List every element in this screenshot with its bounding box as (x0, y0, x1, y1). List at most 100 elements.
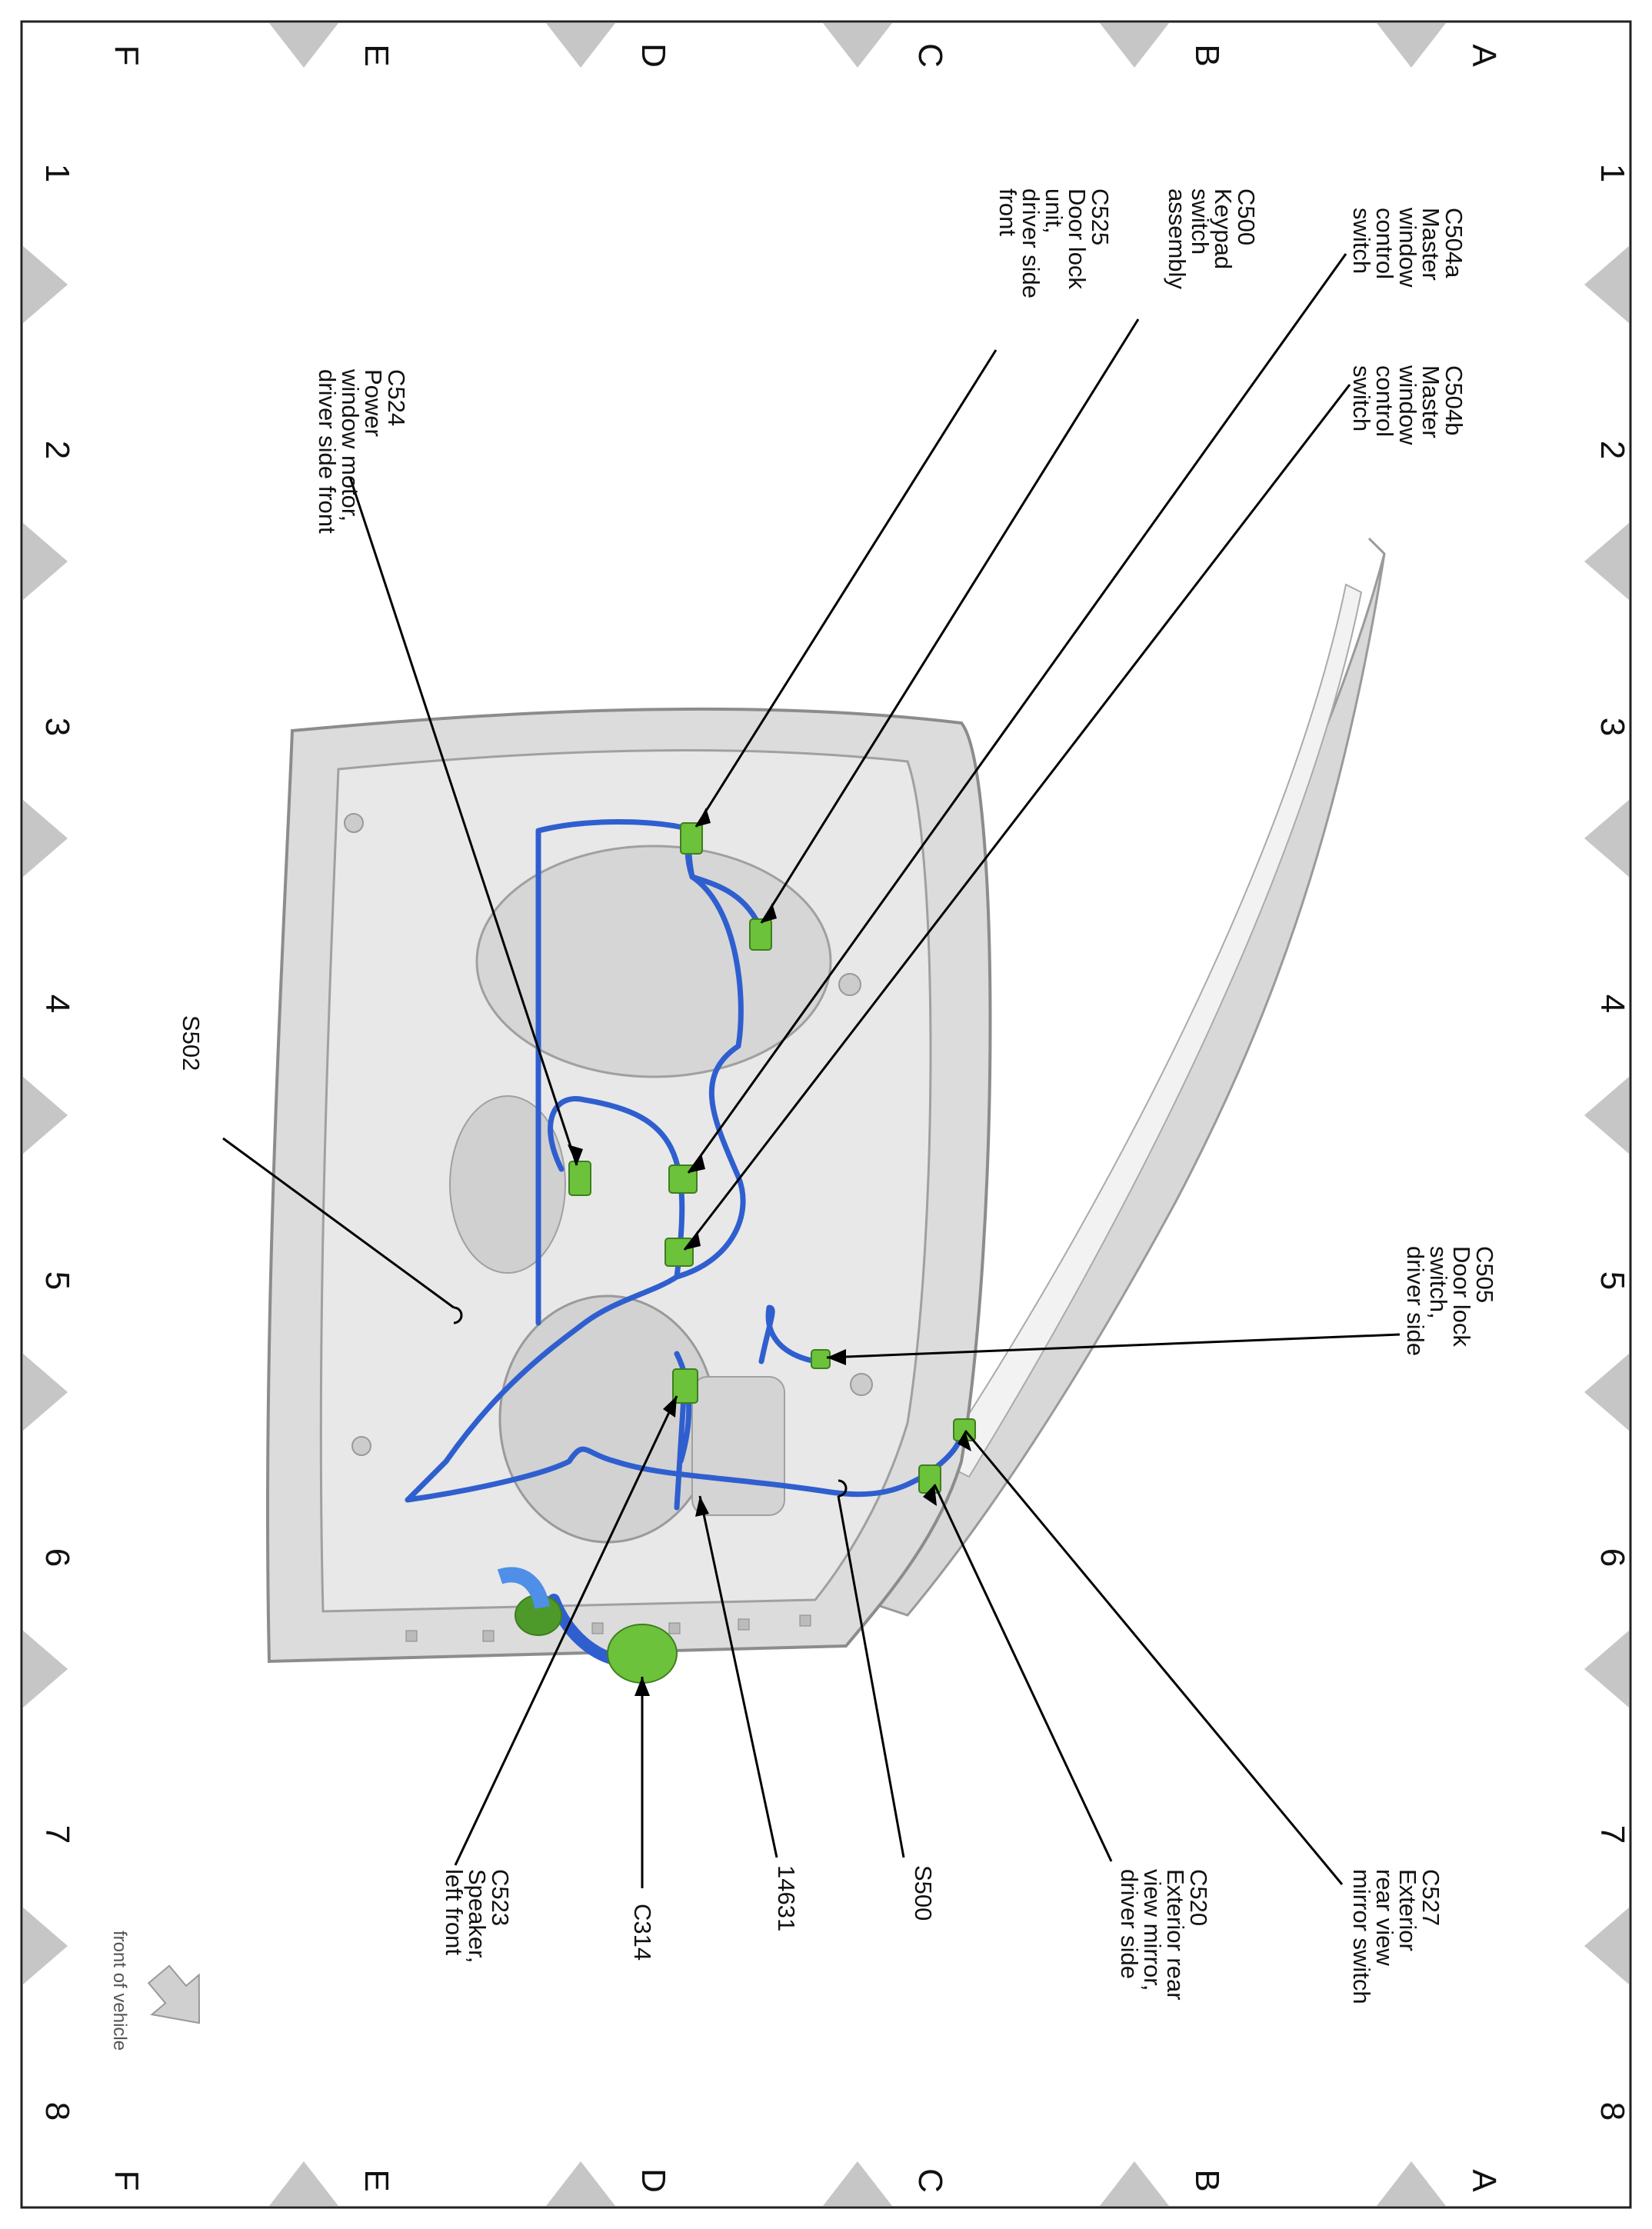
c504a-line-4: control (1371, 208, 1398, 279)
connectors (497, 822, 976, 1684)
connector-c524 (568, 1161, 591, 1196)
col-label-4-right: 4 (1594, 995, 1631, 1013)
c520-line-1: C520 (1185, 1869, 1212, 1926)
grid-row-labels-top: A B C D E F (108, 43, 1503, 68)
n14631-line-1: 14631 (773, 1865, 800, 1931)
row-label-d-bottom: D (634, 2168, 672, 2193)
c504b-line-1: C504b (1441, 365, 1467, 435)
row-label-b-top: B (1188, 44, 1226, 66)
s502-line-1: S502 (178, 1015, 205, 1071)
row-label-b-bottom: B (1188, 2169, 1226, 2191)
connector-c504b (664, 1238, 694, 1267)
access-hole-upper (475, 845, 832, 1078)
callout-c523: C523 Speaker, left front (441, 1869, 514, 1963)
callout-c314: C314 (629, 1904, 656, 1961)
c505-line-1: C505 (1471, 1246, 1498, 1303)
row-label-f-bottom: F (108, 2171, 145, 2191)
leader-c527 (964, 1430, 1344, 1885)
leader-c504b (683, 384, 1351, 1251)
c520-line-2: Exterior rear (1162, 1869, 1189, 2001)
splice-s500 (838, 1479, 848, 1498)
c525-line-2: Door lock (1064, 188, 1091, 289)
callout-s502: S502 (178, 1015, 205, 1071)
c524-line-3: window motor, (337, 368, 364, 521)
c520-line-4: driver side (1116, 1869, 1143, 1979)
c500-line-3: switch (1187, 188, 1214, 255)
col-label-1-left: 1 (38, 164, 76, 182)
leader-c505 (826, 1333, 1401, 1359)
row-label-a-bottom: A (1465, 2169, 1503, 2192)
callout-c500: C500 Keypad switch assembly (1164, 188, 1260, 289)
c525-line-1: C525 (1087, 188, 1114, 245)
row-label-a-top: A (1465, 44, 1503, 67)
s500-line-1: S500 (910, 1865, 937, 1921)
col-label-2-left: 2 (38, 441, 76, 459)
callout-c524: C524 Power window motor, driver side fro… (314, 368, 410, 534)
leader-arrowheads (568, 808, 971, 1696)
connector-c525 (680, 822, 703, 855)
access-hole-middle (449, 1095, 566, 1274)
callout-c527: C527 Exterior rear view mirror switch (1348, 1869, 1444, 2004)
row-label-d-top: D (634, 43, 672, 68)
connector-c314 (607, 1624, 678, 1684)
leader-c525 (694, 349, 998, 828)
col-label-6-left: 6 (38, 1548, 76, 1567)
c504a-line-3: window (1394, 207, 1421, 288)
callout-c504a: C504a Master window control switch (1348, 207, 1467, 288)
callout-14631: 14631 (773, 1865, 800, 1931)
panel-boss-3 (344, 813, 364, 833)
c314-line-1: C314 (629, 1904, 656, 1961)
leader-s502 (222, 1137, 455, 1309)
panel-boss-1 (838, 973, 861, 996)
connector-c505 (811, 1349, 831, 1369)
harness-speaker-branch (674, 1351, 692, 1511)
c527-line-1: C527 (1417, 1869, 1444, 1926)
callout-c505: C505 Door lock switch, driver side (1402, 1246, 1498, 1356)
grid-row-labels-bottom: A B C D E F (108, 2168, 1503, 2193)
front-of-vehicle-indicator: front of vehicle (109, 1931, 201, 2051)
row-label-c-bottom: C (911, 2168, 949, 2193)
c520-line-3: view mirror, (1139, 1869, 1166, 1991)
c524-line-1: C524 (383, 369, 410, 426)
door-window-inner-frame (937, 583, 1363, 1478)
c504a-line-5: switch (1348, 208, 1375, 274)
harness-upper-branch (548, 1096, 685, 1280)
c505-line-3: switch, (1425, 1246, 1452, 1319)
callout-c504b: C504b Master window control switch (1348, 365, 1467, 445)
col-label-8-right: 8 (1594, 2102, 1631, 2121)
harness-main-trunk (405, 1274, 680, 1503)
grid-column-labels-left: 1 2 3 4 5 6 7 8 (38, 164, 76, 2121)
c525-line-3: unit, (1041, 188, 1067, 234)
col-label-5-right: 5 (1594, 1271, 1631, 1290)
callout-c525: C525 Door lock unit, driver side front (994, 188, 1114, 298)
c504b-line-5: switch (1348, 365, 1375, 431)
c505-line-4: driver side (1402, 1246, 1429, 1356)
col-label-5-left: 5 (38, 1271, 76, 1290)
col-label-6-right: 6 (1594, 1548, 1631, 1567)
connector-c523 (672, 1368, 698, 1404)
hem-rivets (405, 1614, 811, 1642)
col-label-4-left: 4 (38, 995, 76, 1013)
leader-c504a (687, 253, 1347, 1174)
c524-line-4: driver side front (314, 369, 341, 534)
leader-c520 (933, 1484, 1113, 1862)
c523-line-2: Speaker, (464, 1869, 491, 1963)
panel-opening (691, 1376, 785, 1516)
c504b-line-3: window (1394, 365, 1421, 445)
harness-c505-branch (758, 1304, 818, 1364)
leader-c500 (760, 318, 1140, 924)
grid-markers (23, 23, 1629, 2206)
front-of-vehicle-label: front of vehicle (109, 1931, 130, 2051)
col-label-2-right: 2 (1594, 441, 1631, 459)
c525-line-4: driver side (1018, 188, 1044, 298)
row-label-e-bottom: E (358, 2169, 395, 2191)
c500-line-4: assembly (1164, 188, 1191, 289)
grid-column-labels-right: 1 2 3 4 5 6 7 8 (1594, 164, 1631, 2121)
c527-line-3: rear view (1371, 1869, 1398, 1966)
direction-arrow-icon (147, 1964, 201, 2024)
col-label-3-left: 3 (38, 718, 76, 736)
diagram-frame (20, 20, 1632, 2209)
leader-14631 (698, 1495, 778, 1858)
callout-c520: C520 Exterior rear view mirror, driver s… (1116, 1869, 1212, 2001)
